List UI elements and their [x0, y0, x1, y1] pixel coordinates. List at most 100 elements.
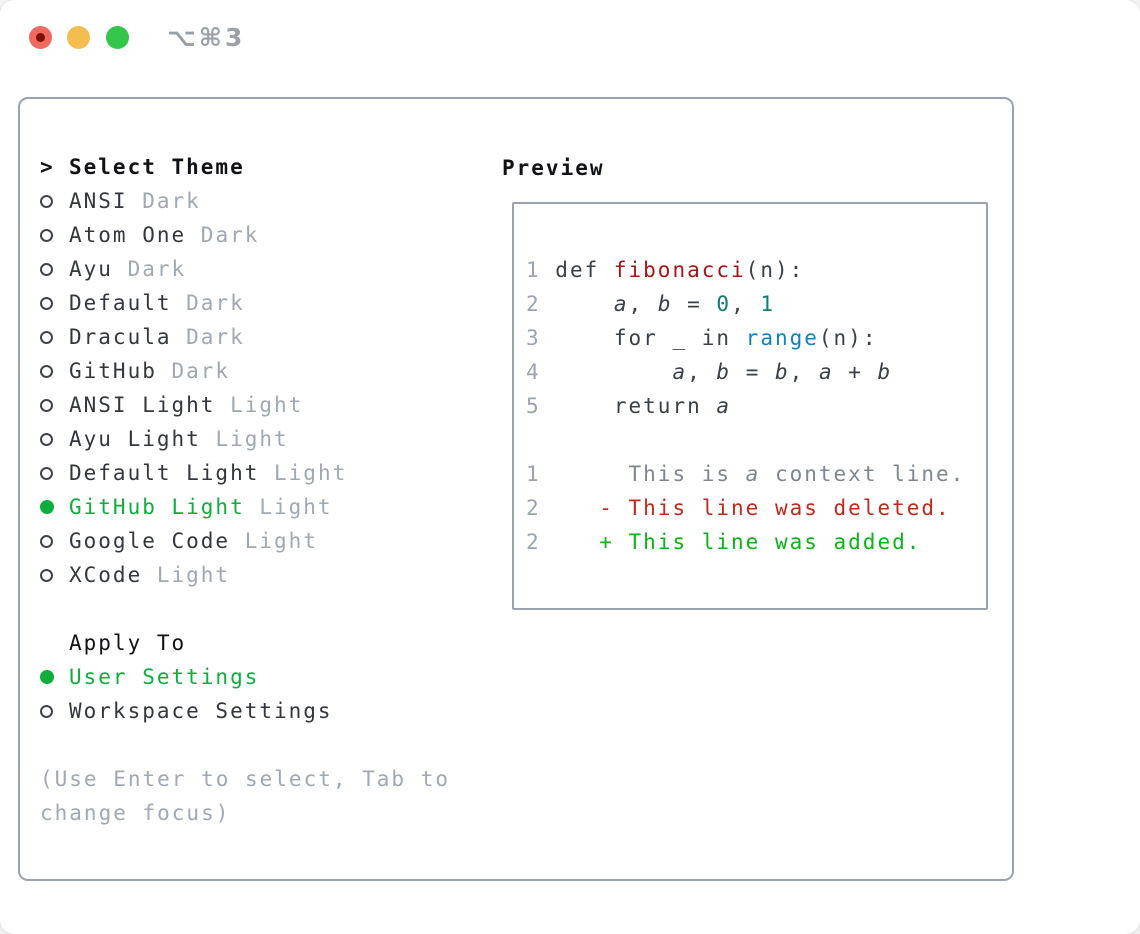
code-segment: =	[731, 360, 775, 384]
option-label: Default Light	[69, 461, 260, 485]
code-segment: 4	[526, 360, 556, 384]
keyboard-hint: (Use Enter to select, Tab to change focu…	[40, 767, 451, 825]
option-variant-label: Dark	[127, 189, 201, 213]
close-button-icon[interactable]	[29, 26, 52, 49]
code-segment: 5	[526, 394, 556, 418]
code-segment: a	[818, 360, 834, 384]
radio-selected-icon	[40, 670, 69, 684]
select-theme-header: > Select Theme	[40, 150, 480, 184]
code-segment: return	[555, 394, 717, 418]
code-line: 2 + This line was added.	[526, 525, 986, 559]
code-segment: 1	[760, 292, 776, 316]
code-segment: def	[555, 258, 614, 282]
code-segment: a	[613, 292, 629, 316]
code-segment: b	[775, 360, 790, 384]
code-line: 1 This is a context line.	[526, 457, 986, 491]
code-segment: ,	[687, 360, 717, 384]
radio-unselected-icon	[40, 228, 69, 242]
code-blank-line	[526, 423, 986, 457]
code-segment: 0	[716, 292, 732, 316]
radio-unselected-icon	[40, 330, 69, 344]
code-segment: ,	[789, 360, 819, 384]
code-segment: a	[672, 360, 688, 384]
option-label: User Settings	[69, 665, 260, 689]
code-segment	[555, 292, 614, 316]
theme-option[interactable]: GitHub Dark	[40, 354, 480, 388]
option-label: ANSI Light	[69, 393, 216, 417]
code-segment: (n):	[818, 326, 878, 350]
code-segment: fibonacci	[613, 258, 746, 282]
code-segment: =	[672, 292, 717, 316]
radio-unselected-icon	[40, 364, 69, 378]
option-variant-label: Dark	[186, 223, 260, 247]
code-segment: b	[716, 360, 732, 384]
theme-option[interactable]: GitHub Light Light	[40, 490, 480, 524]
option-variant-label: Light	[200, 427, 289, 451]
theme-option[interactable]: Atom One Dark	[40, 218, 480, 252]
theme-option[interactable]: Ayu Light Light	[40, 422, 480, 456]
radio-selected-icon	[40, 500, 69, 514]
apply-to-label: Apply To	[69, 631, 187, 655]
code-segment: +	[833, 360, 878, 384]
apply-to-header: Apply To	[40, 626, 480, 660]
code-segment: (n):	[745, 258, 805, 282]
window-shortcut-label: ⌥⌘3	[167, 23, 246, 52]
option-label: Dracula	[69, 325, 172, 349]
code-segment: + This line was added.	[599, 530, 922, 554]
option-variant-label: Light	[215, 393, 304, 417]
code-segment: 2	[526, 292, 556, 316]
theme-option[interactable]: Dracula Dark	[40, 320, 480, 354]
zoom-button-icon[interactable]	[106, 26, 129, 49]
code-line: 4 a, b = b, a + b	[526, 355, 986, 389]
theme-option[interactable]: ANSI Dark	[40, 184, 480, 218]
option-label: GitHub Light	[69, 495, 245, 519]
radio-unselected-icon	[40, 398, 69, 412]
apply-to-option[interactable]: User Settings	[40, 660, 480, 694]
theme-option[interactable]: XCode Light	[40, 558, 480, 592]
option-variant-label: Dark	[156, 359, 231, 383]
code-segment: 2	[526, 496, 541, 520]
option-label: ANSI	[69, 189, 128, 213]
code-segment: - This line was deleted.	[599, 496, 951, 520]
code-line: 2 - This line was deleted.	[526, 491, 986, 525]
radio-unselected-icon	[40, 262, 69, 276]
code-segment	[541, 530, 600, 554]
code-segment: ,	[628, 292, 658, 316]
code-segment: a	[745, 462, 761, 486]
theme-option[interactable]: Ayu Dark	[40, 252, 480, 286]
focus-caret-icon: >	[40, 155, 53, 179]
radio-unselected-icon	[40, 194, 69, 208]
radio-unselected-icon	[40, 432, 69, 446]
apply-to-option[interactable]: Workspace Settings	[40, 694, 480, 728]
code-segment: b	[657, 292, 673, 316]
theme-option[interactable]: Google Code Light	[40, 524, 480, 558]
option-label: Google Code	[69, 529, 231, 553]
option-label: Workspace Settings	[69, 699, 333, 723]
radio-unselected-icon	[40, 296, 69, 310]
option-label: XCode	[69, 563, 143, 587]
radio-unselected-icon	[40, 704, 69, 718]
theme-option[interactable]: ANSI Light Light	[40, 388, 480, 422]
option-variant-label: Dark	[171, 291, 245, 315]
theme-option[interactable]: Default Light Light	[40, 456, 480, 490]
code-line: 3 for _ in range(n):	[526, 321, 986, 355]
code-segment: for _ in	[555, 326, 746, 350]
code-segment: 2	[526, 530, 541, 554]
option-variant-label: Light	[142, 563, 231, 587]
preview-title: Preview	[502, 156, 605, 180]
code-line: 1 def fibonacci(n):	[526, 253, 986, 287]
code-segment: b	[877, 360, 893, 384]
theme-option[interactable]: Default Dark	[40, 286, 480, 320]
spacer	[40, 728, 480, 762]
code-segment: 1	[526, 462, 541, 486]
code-segment: 3	[526, 326, 556, 350]
option-label: Ayu	[69, 257, 113, 281]
radio-unselected-icon	[40, 466, 69, 480]
spacer	[40, 592, 480, 626]
code-segment: 1	[526, 258, 556, 282]
minimize-button-icon[interactable]	[67, 26, 90, 49]
